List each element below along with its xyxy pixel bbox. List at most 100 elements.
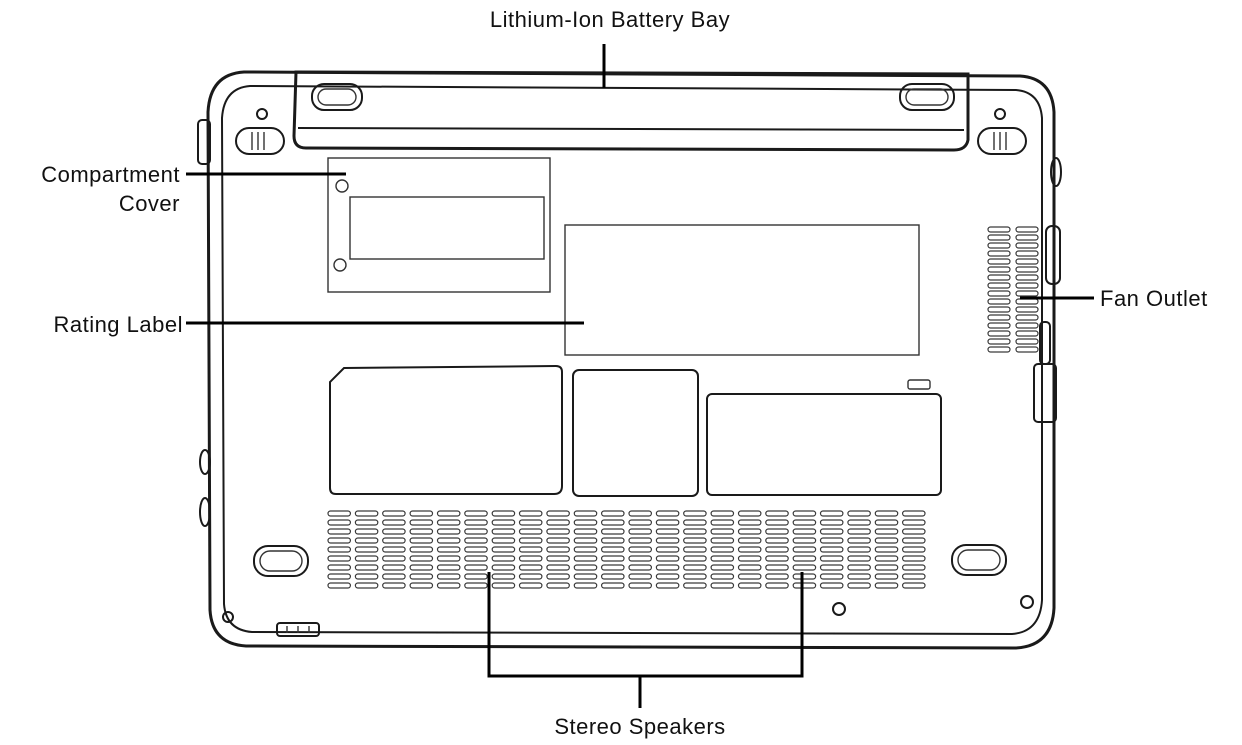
speaker-grille-slot (901, 537, 926, 544)
latch-screw-right (994, 108, 1006, 120)
speaker-grille-slot (464, 555, 488, 562)
fan-vent-slot (987, 274, 1011, 281)
fan-vent-slot (1015, 290, 1039, 297)
speaker-grille-slot (327, 519, 351, 526)
speaker-grille-slot (901, 546, 926, 553)
speaker-grille-slot (847, 573, 871, 580)
battery-grip-left-inner (317, 88, 357, 106)
speaker-grille-slot (464, 573, 488, 580)
speaker-grille-slot (354, 528, 379, 535)
speaker-grille-slot (710, 582, 735, 589)
callout-compartment-cover-line2: Cover (118, 191, 180, 216)
speaker-grille-slot (901, 582, 926, 589)
speaker-grille-slot (600, 564, 625, 571)
fan-vent-slot (1015, 250, 1039, 257)
fan-vent-slot (1015, 266, 1039, 273)
speaker-grille-slot (518, 564, 543, 571)
speaker-grille-slot (737, 528, 762, 535)
speaker-grille-slot (874, 528, 899, 535)
battery-latch-left (235, 127, 285, 155)
speaker-grille-slot (518, 537, 543, 544)
speaker-grille-slot (546, 528, 570, 535)
speaker-grille-slot (327, 564, 351, 571)
speaker-grille-slot (436, 582, 461, 589)
speaker-grille-slot (737, 546, 762, 553)
fan-vent-slot (987, 314, 1011, 321)
fan-vent-slot (987, 322, 1011, 329)
fan-outlet-vents (987, 226, 1039, 353)
speaker-grille-slot (847, 528, 871, 535)
speaker-grille-slot (409, 555, 434, 562)
speaker-grille-slot (409, 510, 434, 517)
compartment-screw-bottom (333, 258, 347, 272)
speaker-grille-slot (737, 573, 762, 580)
speaker-grille-slot (491, 573, 516, 580)
fan-vent-slot (1015, 282, 1039, 289)
speaker-grille-slot (327, 582, 351, 589)
speaker-grille-slot (436, 564, 461, 571)
speaker-grille-slot (628, 537, 652, 544)
speaker-grille-slot (683, 510, 707, 517)
speaker-grille-slot (710, 555, 735, 562)
screw-bottom-right (1020, 595, 1034, 609)
speaker-grille-slot (491, 564, 516, 571)
speaker-grille-slot (436, 546, 461, 553)
access-panel-right (706, 393, 942, 496)
speaker-grille-slot (573, 528, 598, 535)
speaker-grille-slot (600, 537, 625, 544)
speaker-grille-slot (518, 510, 543, 517)
speaker-grille-slot (327, 555, 351, 562)
speaker-grille-slot (464, 510, 488, 517)
speaker-grille-slot (382, 537, 406, 544)
speaker-grille-slot (436, 528, 461, 535)
speaker-grille-slot (600, 519, 625, 526)
speaker-grille-slot (573, 582, 598, 589)
speaker-grille-slot (683, 519, 707, 526)
left-side-bump-lower (199, 497, 211, 527)
speaker-grille-slot (464, 537, 488, 544)
speaker-grille-slot (600, 555, 625, 562)
fan-vent-slot (987, 226, 1011, 233)
speaker-grille-slot (874, 537, 899, 544)
speaker-grille-slot (409, 573, 434, 580)
speaker-grille-slot (765, 564, 789, 571)
speaker-grille-slot (573, 564, 598, 571)
fan-vent-slot (987, 346, 1011, 353)
screw-bottom-left (222, 611, 234, 623)
fan-vent-slot (1015, 330, 1039, 337)
speaker-grille-slot (847, 555, 871, 562)
right-side-port-upper (1045, 225, 1061, 285)
speaker-grille-slot (573, 546, 598, 553)
laptop-body-outline (206, 70, 1056, 650)
rating-label-area (564, 224, 920, 356)
speaker-grille-slot (710, 528, 735, 535)
speaker-grille-slot (327, 573, 351, 580)
speaker-grille-slot (327, 546, 351, 553)
speaker-grille-slot (491, 555, 516, 562)
speaker-grille-slot (819, 519, 844, 526)
speaker-grille-slot (819, 555, 844, 562)
fan-vent-slot (987, 306, 1011, 313)
fan-vent-slot (1015, 274, 1039, 281)
callout-stereo-speakers: Stereo Speakers (554, 714, 726, 739)
speaker-grille-slot (901, 510, 926, 517)
speaker-grille-slot (573, 537, 598, 544)
fan-vent-slot (987, 290, 1011, 297)
speaker-grille-slot (792, 582, 817, 589)
speaker-grille-slot (792, 528, 817, 535)
speaker-grille-slot (628, 564, 652, 571)
fan-vent-slot (987, 234, 1011, 241)
speaker-grille-slot (464, 519, 488, 526)
speaker-grille-slot (327, 528, 351, 535)
speaker-grille-slot (765, 510, 789, 517)
speaker-grille-slot (382, 555, 406, 562)
speaker-grille-slot (546, 564, 570, 571)
speaker-grille-slot (436, 555, 461, 562)
speaker-grille-slot (819, 564, 844, 571)
speaker-grille-slot (819, 573, 844, 580)
speaker-grille-slot (354, 564, 379, 571)
speaker-grille-slot (464, 528, 488, 535)
speaker-grille-slot (683, 564, 707, 571)
